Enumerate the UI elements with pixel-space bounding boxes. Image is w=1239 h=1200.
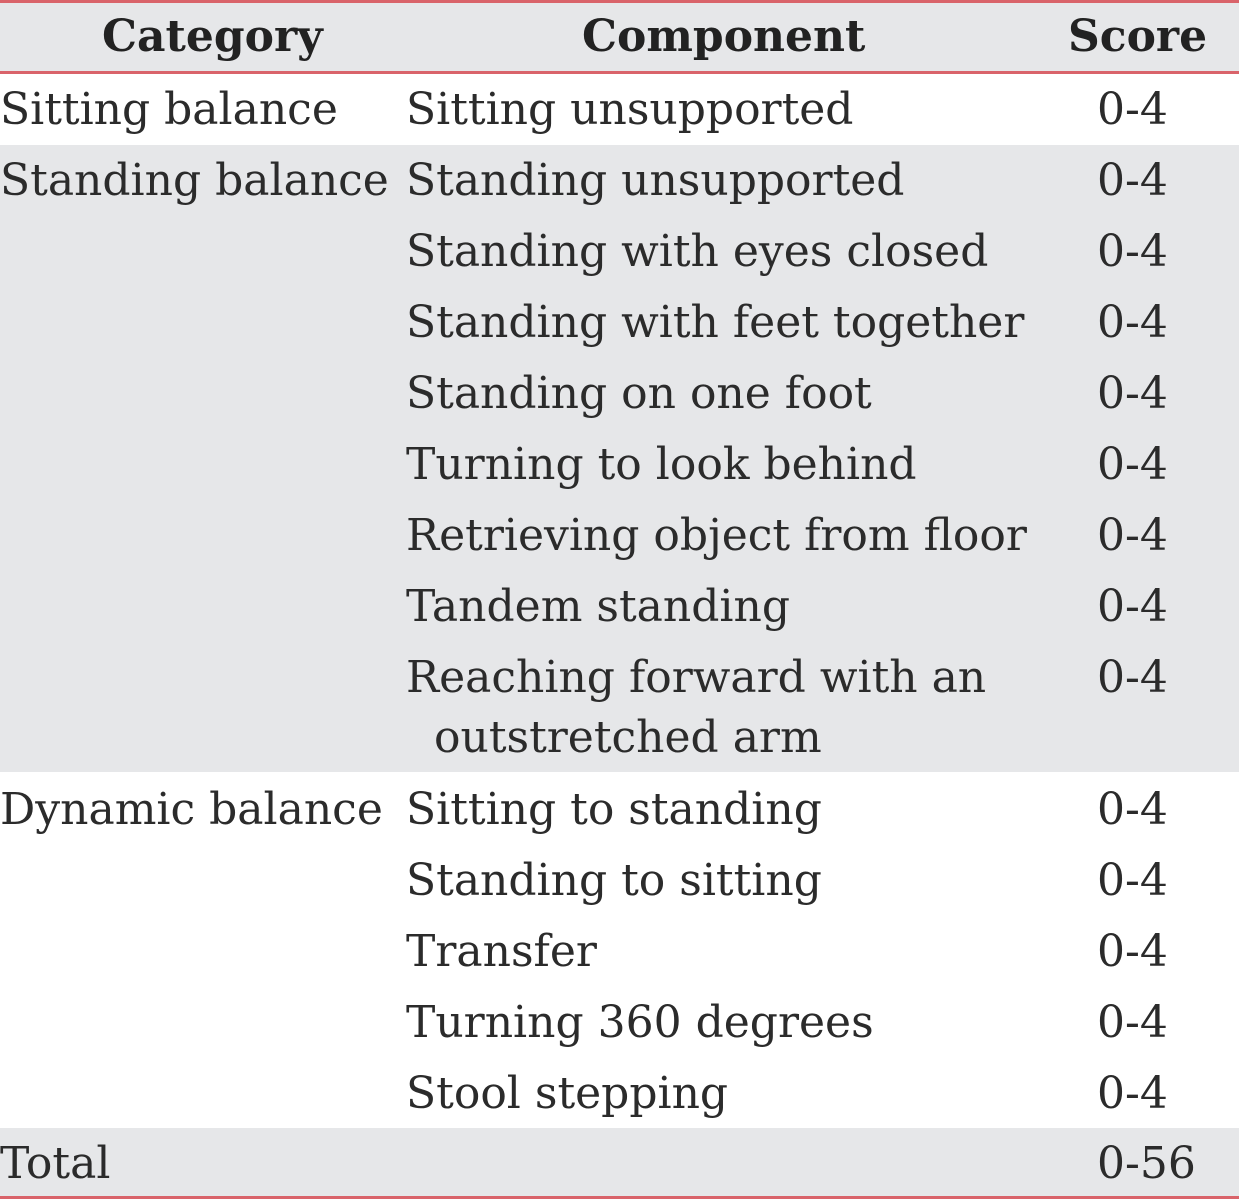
component-cell: Reaching forward with an outstretched ar… — [406, 648, 986, 768]
header-rule — [0, 71, 1239, 74]
category-cell: Standing balance — [0, 155, 389, 206]
component-cell: Transfer — [406, 926, 597, 977]
table-header: Category Component Score — [0, 3, 1239, 71]
component-cell: Standing on one foot — [406, 368, 872, 419]
component-cell: Turning 360 degrees — [406, 997, 874, 1048]
component-cell: Standing with eyes closed — [406, 226, 989, 277]
component-cell: Standing unsupported — [406, 155, 905, 206]
component-cell: Sitting unsupported — [406, 84, 854, 135]
total-row: Total 0-56 — [0, 1128, 1239, 1196]
group-standing-balance: Standing balance Standing unsupported 0-… — [0, 145, 1239, 772]
score-cell: 0-4 — [1097, 155, 1168, 206]
category-cell: Dynamic balance — [0, 784, 383, 835]
bottom-rule — [0, 1196, 1239, 1199]
score-cell: 0-4 — [1097, 581, 1168, 632]
score-cell: 0-4 — [1097, 855, 1168, 906]
group-sitting-balance: Sitting balance Sitting unsupported 0-4 — [0, 74, 1239, 145]
top-rule — [0, 0, 1239, 3]
score-cell: 0-4 — [1097, 997, 1168, 1048]
component-cell: Standing with feet together — [406, 297, 1025, 348]
score-cell: 0-4 — [1097, 84, 1168, 135]
component-text-continued: outstretched arm — [434, 712, 822, 763]
score-cell: 0-4 — [1097, 784, 1168, 835]
score-cell: 0-4 — [1097, 439, 1168, 490]
component-cell: Stool stepping — [406, 1068, 729, 1119]
score-cell: 0-4 — [1097, 926, 1168, 977]
header-category: Category — [102, 11, 323, 62]
component-cell: Retrieving object from floor — [406, 510, 1027, 561]
header-score: Score — [1068, 11, 1208, 62]
total-score: 0-56 — [1097, 1138, 1196, 1189]
header-component: Component — [582, 11, 866, 62]
score-cell: 0-4 — [1097, 368, 1168, 419]
total-label: Total — [0, 1138, 111, 1189]
component-cell: Sitting to standing — [406, 784, 822, 835]
component-cell: Standing to sitting — [406, 855, 822, 906]
component-cell: Tandem standing — [406, 581, 790, 632]
score-cell: 0-4 — [1097, 297, 1168, 348]
score-cell: 0-4 — [1097, 1068, 1168, 1119]
score-cell: 0-4 — [1097, 510, 1168, 561]
category-cell: Sitting balance — [0, 84, 338, 135]
score-cell: 0-4 — [1097, 652, 1168, 703]
score-cell: 0-4 — [1097, 226, 1168, 277]
group-dynamic-balance: Dynamic balance Sitting to standing 0-4 … — [0, 772, 1239, 1128]
component-text: Reaching forward with an — [406, 652, 987, 703]
component-cell: Turning to look behind — [406, 439, 917, 490]
